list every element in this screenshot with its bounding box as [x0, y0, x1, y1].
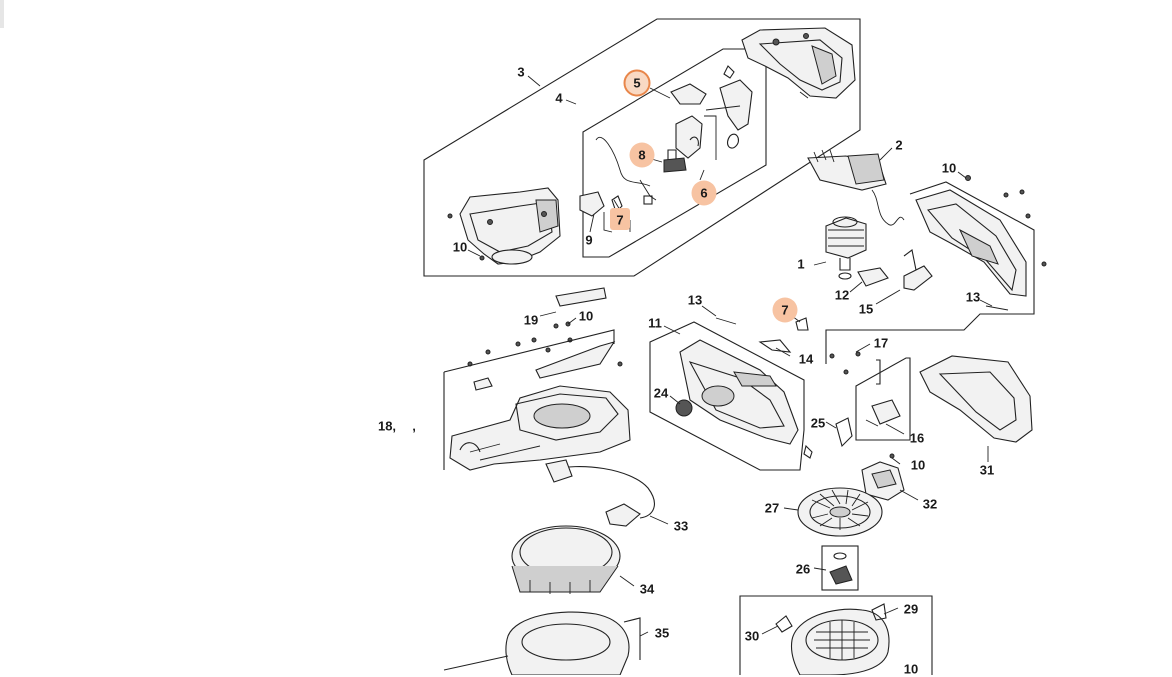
motor-part: [813, 216, 867, 280]
group-16-frame: [855, 357, 911, 441]
part-label-13-a[interactable]: 13: [687, 292, 703, 308]
part-label-15[interactable]: 15: [858, 301, 874, 317]
part-label-13-b[interactable]: 13: [965, 289, 981, 305]
part-label-17[interactable]: 17: [873, 335, 889, 351]
circuit-board-part: [807, 149, 905, 226]
part-label-26[interactable]: 26: [795, 561, 811, 577]
part-label-18-separator: ,: [412, 418, 416, 434]
part-label-10-b[interactable]: 10: [941, 160, 957, 176]
screws: [447, 175, 1047, 459]
part-label-12[interactable]: 12: [834, 287, 850, 303]
part-label-2[interactable]: 2: [895, 137, 903, 153]
part-label-18[interactable]: 18,: [377, 418, 397, 434]
group-11-frame: [649, 321, 813, 471]
part-label-7-second[interactable]: 7: [781, 302, 789, 318]
part-label-24[interactable]: 24: [653, 385, 669, 401]
part-label-8[interactable]: 8: [638, 147, 646, 163]
part-label-27[interactable]: 27: [764, 500, 780, 516]
part-label-11[interactable]: 11: [648, 315, 662, 331]
part-6-highlight[interactable]: [691, 180, 717, 206]
part-label-14[interactable]: 14: [798, 351, 814, 367]
part-label-35[interactable]: 35: [654, 625, 670, 641]
part-label-30[interactable]: 30: [744, 628, 760, 644]
part-label-4[interactable]: 4: [555, 90, 563, 106]
fan-impeller-part: [797, 487, 883, 537]
part-label-25[interactable]: 25: [810, 415, 826, 431]
part-7-highlight[interactable]: [610, 208, 630, 230]
blower-housing-group: [443, 329, 631, 471]
part-label-9[interactable]: 9: [585, 232, 593, 248]
fan-housing-group: [739, 595, 933, 675]
part-label-29[interactable]: 29: [903, 601, 919, 617]
part-label-19[interactable]: 19: [523, 312, 539, 328]
part-label-1[interactable]: 1: [797, 256, 805, 272]
cable-part: [545, 459, 655, 527]
part-label-10-c[interactable]: 10: [578, 308, 594, 324]
window-edge: [0, 0, 4, 28]
part-label-16[interactable]: 16: [909, 430, 925, 446]
part-label-34[interactable]: 34: [639, 581, 655, 597]
battery-ring-part: [511, 525, 621, 594]
leader-lines: [467, 75, 993, 637]
group-3-frame: [423, 18, 861, 277]
part-label-5[interactable]: 5: [633, 75, 641, 91]
lower-housing-part: [443, 611, 641, 675]
part-label-10-a[interactable]: 10: [452, 239, 468, 255]
part-label-10-d[interactable]: 10: [910, 457, 926, 473]
part-label-6[interactable]: 6: [700, 185, 708, 201]
part-label-3[interactable]: 3: [517, 64, 525, 80]
small-links: [715, 317, 853, 448]
bracket-parts: [857, 249, 933, 291]
part-5-highlight[interactable]: [623, 69, 651, 97]
part-label-33[interactable]: 33: [673, 518, 689, 534]
part-label-10-e[interactable]: 10: [903, 661, 919, 677]
part-label-31[interactable]: 31: [979, 462, 995, 478]
group-26-frame: [821, 545, 859, 591]
part-label-7[interactable]: 7: [616, 212, 624, 228]
handle-housing-part: [741, 27, 856, 99]
right-housing-group: [825, 181, 1035, 364]
part-7-second-highlight[interactable]: [772, 297, 798, 323]
trigger-parts: [579, 65, 753, 217]
top-cover-part: [919, 355, 1033, 462]
motor-half-shell-part: [459, 187, 561, 265]
label-strip-part: [473, 287, 616, 391]
part-8-highlight[interactable]: [629, 142, 655, 168]
part-label-32[interactable]: 32: [922, 496, 938, 512]
